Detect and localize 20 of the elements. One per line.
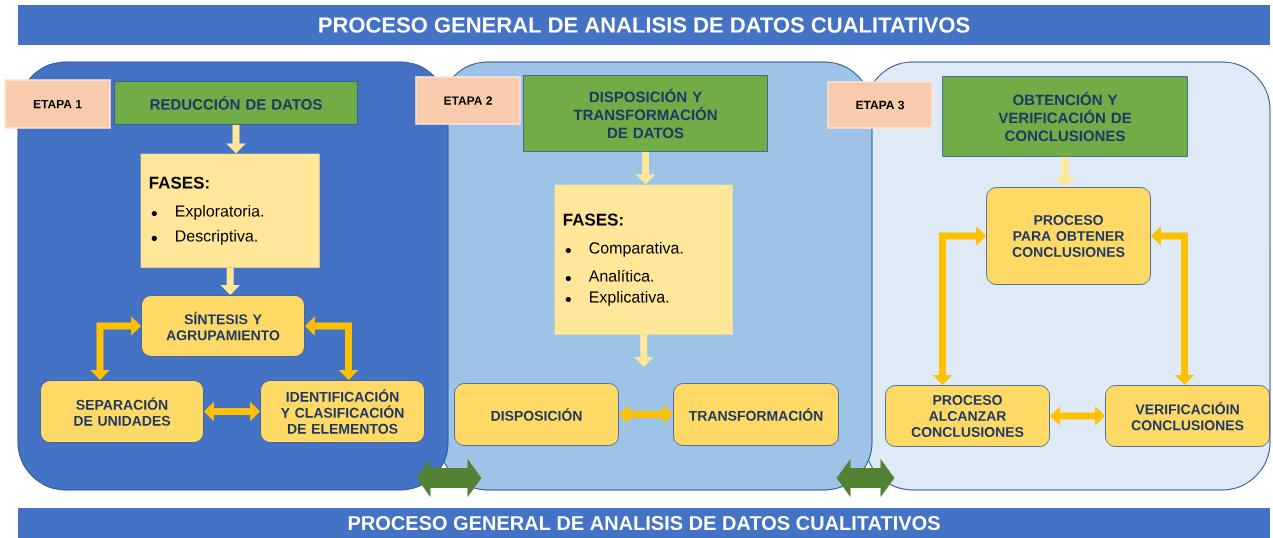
- title-banner: PROCESO GENERAL DE ANALISIS DE DATOS CUALITATIVOS: [18, 5, 1270, 45]
- stage-heading-box: DISPOSICIÓN Y TRANSFORMACIÓN DE DATOS: [523, 75, 768, 152]
- process-box: PROCESO ALCANZAR CONCLUSIONES: [885, 385, 1050, 447]
- process-box: DISPOSICIÓN: [454, 383, 619, 446]
- phase-list-box: FASES: Comparativa. Analítica. Explicativa.: [554, 184, 733, 335]
- process-box: SÍNTESIS Y AGRUPAMIENTO: [141, 295, 305, 357]
- stage-heading-box: REDUCCIÓN DE DATOS: [114, 81, 358, 125]
- stage-heading-box: OBTENCIÓN Y VERIFICACIÓN DE CONCLUSIONES: [942, 76, 1188, 157]
- process-box: VERIFICACIÓIN CONCLUSIONES: [1105, 385, 1270, 447]
- process-box: SEPARACIÓN DE UNIDADES: [40, 380, 204, 443]
- process-box: TRANSFORMACIÓN: [673, 383, 839, 446]
- stage-tag: ETAPA 2: [415, 76, 521, 125]
- process-box: IDENTIFICACIÓN Y CLASIFICACIÓN DE ELEMENTOS: [260, 380, 425, 443]
- process-box: PROCESO PARA OBTENER CONCLUSIONES: [986, 187, 1151, 285]
- stage-tag: ETAPA 3: [827, 81, 933, 129]
- phase-list-box: FASES: Exploratoria. Descriptiva.: [140, 153, 320, 268]
- title-banner: PROCESO GENERAL DE ANALISIS DE DATOS CUALITATIVOS: [18, 508, 1270, 538]
- stage-tag: ETAPA 1: [4, 79, 111, 129]
- double-arrow: [416, 458, 482, 498]
- double-arrow: [836, 458, 895, 498]
